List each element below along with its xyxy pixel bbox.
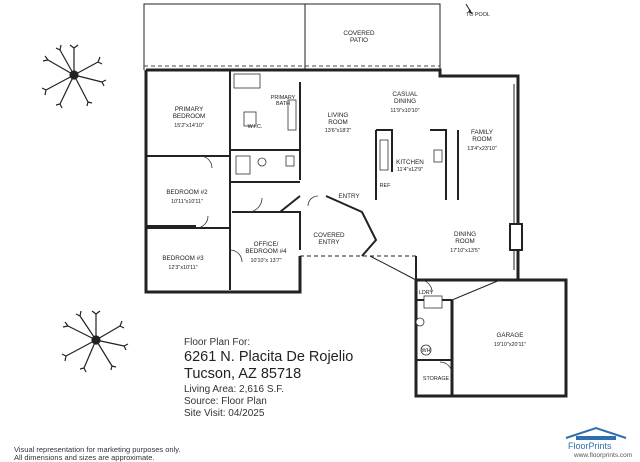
property-address: 6261 N. Placita De Rojelio: [184, 349, 354, 365]
plan-intro: Floor Plan For:: [184, 337, 251, 348]
living-room-size: 13'6"x18'2": [325, 128, 352, 134]
casual-dining-size: 11'9"x10'10": [390, 108, 419, 114]
kitchen-label: KITCHEN: [396, 159, 424, 166]
bedroom3-label: BEDROOM #3: [162, 255, 204, 262]
dining-room-size: 17'10"x13'5": [450, 248, 480, 254]
wic-label: W.I.C.: [248, 124, 263, 130]
bedroom2-size: 10'11"x10'11": [171, 199, 203, 205]
tree-icon-south: [61, 310, 129, 373]
primary-bedroom-size: 15'2"x14'10": [174, 123, 204, 129]
property-city: Tucson, AZ 85718: [184, 366, 302, 382]
family-room-size: 13'4"x23'10": [467, 146, 497, 152]
fireplace: [509, 223, 523, 251]
office-label: OFFICE/BEDROOM #4: [245, 241, 287, 255]
garage-size: 19'10"x20'11": [494, 342, 526, 348]
to-pool-label: TO POOL: [466, 12, 490, 18]
storage-label: STORAGE: [423, 376, 450, 382]
logo-url: www.floorprints.com: [574, 452, 633, 459]
interior-walls: [146, 70, 459, 361]
floorprints-logo-icon: [565, 426, 627, 440]
covered-patio: [143, 3, 441, 70]
kitchen-size: 11'4"x12'9": [397, 167, 423, 173]
plan-source: Source: Floor Plan: [184, 396, 267, 407]
site-visit: Site Visit: 04/2025: [184, 408, 265, 419]
office-size: 10'10"x 13'7": [250, 258, 281, 264]
disclaimer-line-1: Visual representation for marketing purp…: [14, 445, 181, 454]
refrigerator-label: REF: [380, 183, 391, 189]
laundry-label: LDRY: [419, 290, 434, 296]
water-heater-label: WH: [422, 348, 431, 354]
bathroom-fixtures: [233, 73, 443, 356]
doors: [195, 155, 453, 375]
exterior-walls: [144, 68, 568, 398]
to-pool-arrow-icon: [465, 3, 473, 15]
disclaimer-line-2: All dimensions and sizes are approximate…: [14, 453, 155, 462]
entry-label: ENTRY: [338, 193, 360, 200]
tree-icon-north: [41, 44, 107, 109]
living-area: Living Area: 2,616 S.F.: [184, 384, 285, 395]
bedroom3-size: 12'3"x10'11": [168, 265, 197, 271]
logo-name: FloorPrints: [568, 441, 612, 451]
garage-label: GARAGE: [497, 332, 524, 339]
bedroom2-label: BEDROOM #2: [166, 189, 208, 196]
